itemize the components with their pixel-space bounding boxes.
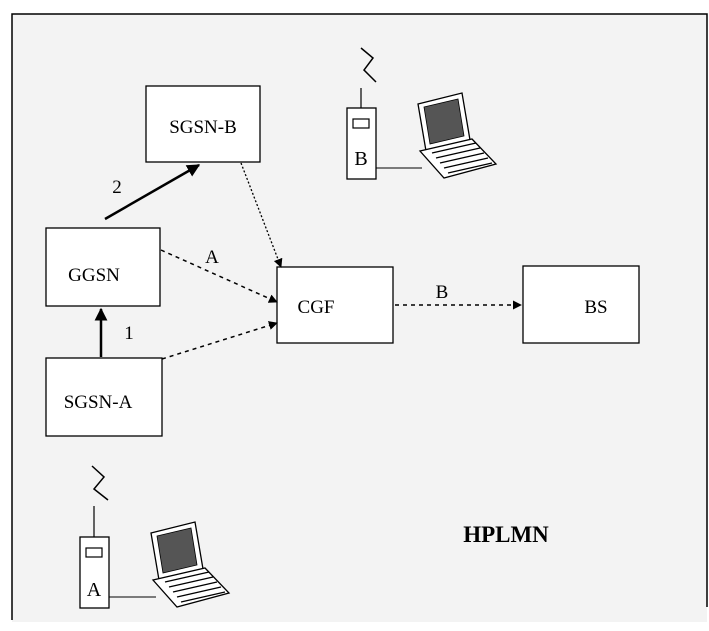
node-ggsn: GGSN bbox=[45, 227, 161, 307]
phone-display-icon bbox=[85, 547, 103, 558]
node-sgsn-a-label: SGSN-A bbox=[64, 392, 133, 413]
antenna-signal-icon bbox=[91, 465, 109, 501]
node-bs-label: BS bbox=[584, 297, 607, 318]
node-bs: BS bbox=[522, 265, 640, 344]
antenna-signal-icon bbox=[360, 47, 377, 83]
region-border bbox=[11, 13, 708, 620]
node-cgf-label: CGF bbox=[298, 297, 335, 318]
edge-label-b: B bbox=[436, 282, 449, 303]
node-sgsn-b-label: SGSN-B bbox=[169, 117, 237, 138]
laptop-icon bbox=[417, 92, 498, 179]
terminal-b: B bbox=[346, 47, 498, 180]
edge-label-a: A bbox=[205, 247, 219, 268]
node-ggsn-label: GGSN bbox=[68, 265, 120, 286]
node-sgsn-a: SGSN-A bbox=[45, 357, 163, 437]
node-sgsn-b: SGSN-B bbox=[145, 85, 261, 163]
edge-label-1: 1 bbox=[124, 323, 134, 344]
terminal-a: A bbox=[79, 465, 231, 609]
edge-sgsn-b-to-cgf bbox=[240, 162, 283, 268]
terminal-b-label: B bbox=[354, 148, 367, 170]
terminal-a-label: A bbox=[87, 579, 102, 601]
laptop-icon bbox=[150, 521, 231, 608]
region-label-hplmn: HPLMN bbox=[463, 522, 549, 547]
edge-label-2: 2 bbox=[112, 177, 122, 198]
phone-display-icon bbox=[352, 118, 370, 129]
edge-ggsn-to-sgsn-b bbox=[104, 163, 201, 221]
node-cgf: CGF bbox=[276, 266, 394, 344]
edge-ggsn-to-cgf bbox=[160, 249, 278, 303]
